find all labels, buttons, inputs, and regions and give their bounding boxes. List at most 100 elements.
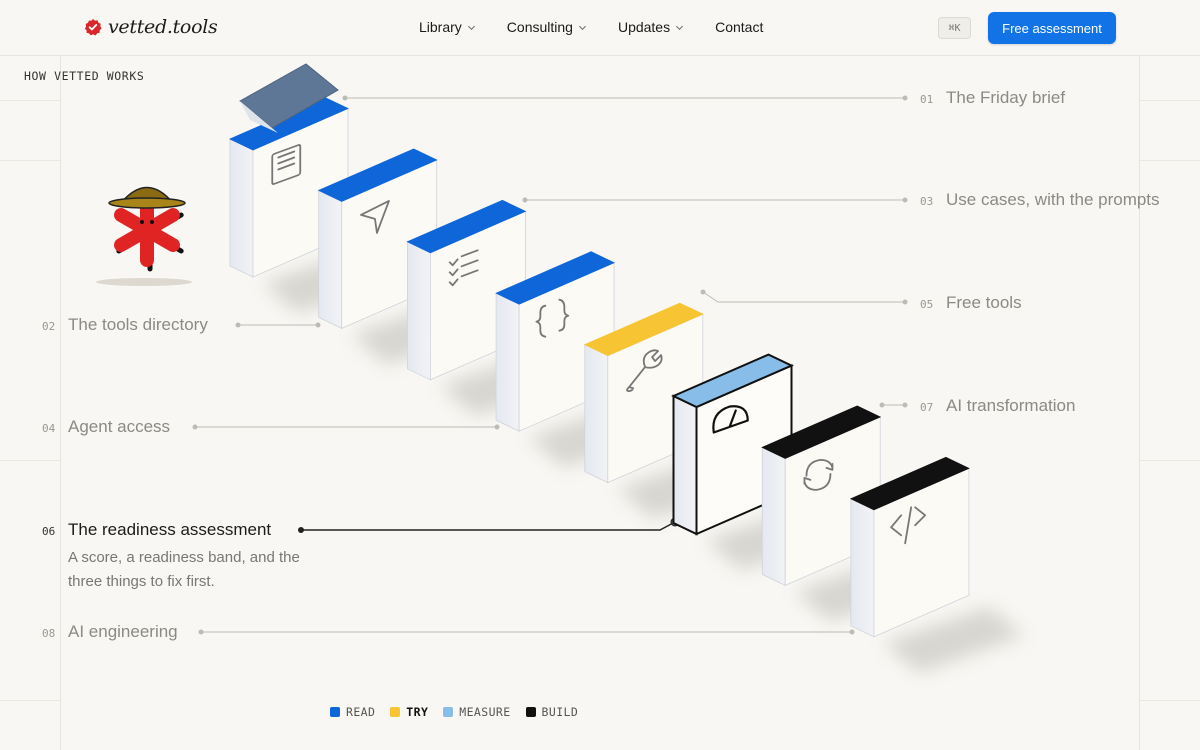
step-title: The Friday brief: [946, 88, 1066, 107]
legend-swatch: [525, 707, 536, 717]
step-label-05[interactable]: 05 Free tools: [920, 293, 1022, 313]
card-side-face: [318, 189, 343, 330]
step-label-01[interactable]: 01 The Friday brief: [920, 88, 1065, 108]
card-top-face: [406, 199, 527, 254]
nav-label: Consulting: [506, 19, 573, 35]
grid-rule-right: [1139, 56, 1140, 750]
brief-cover: [239, 63, 339, 133]
connector-dot: [700, 289, 706, 295]
nav-label: Library: [419, 19, 462, 35]
connector-dot: [902, 197, 908, 203]
card-top-face: [495, 251, 616, 305]
check-badge-icon: [84, 19, 102, 36]
grid-rule: [1140, 460, 1200, 461]
nav-label: Contact: [715, 19, 764, 35]
card-side-face: [761, 446, 786, 587]
connector-dot: [342, 95, 348, 101]
nav-updates[interactable]: Updates: [618, 19, 684, 35]
step-number: 01: [920, 93, 934, 106]
card-side-face: [850, 498, 875, 638]
step-label-08[interactable]: 08 AI engineering: [42, 622, 178, 642]
logo-text: vetted.tools: [108, 16, 218, 38]
chevron-down-icon: [578, 25, 586, 30]
card-top-face: [761, 405, 882, 459]
card-side-face: [495, 292, 520, 432]
step-card-08[interactable]: [849, 456, 970, 638]
step-title: The tools directory: [68, 315, 208, 334]
curly-braces-icon: [535, 298, 570, 338]
grid-rule-left: [60, 56, 61, 750]
free-assessment-button[interactable]: Free assessment: [988, 12, 1116, 44]
connector-dot: [198, 629, 204, 635]
wrench-icon: [626, 349, 663, 392]
card-top-face: [317, 148, 438, 202]
legend-read[interactable]: READ: [330, 705, 375, 719]
legend-swatch: [390, 707, 401, 717]
legend-label: TRY: [406, 705, 429, 719]
step-label-02[interactable]: 02 The tools directory: [42, 315, 208, 335]
nav-consulting[interactable]: Consulting: [507, 19, 587, 35]
grid-rule: [1140, 700, 1200, 701]
step-number: 07: [920, 401, 934, 414]
step-label-04[interactable]: 04 Agent access: [42, 417, 170, 437]
connector-dot: [902, 95, 908, 101]
code-tag-icon: [890, 506, 927, 545]
card-side-face: [584, 343, 609, 484]
refresh-icon: [803, 458, 834, 491]
grid-rule: [0, 460, 60, 461]
gauge-icon: [712, 405, 749, 434]
step-number: 04: [42, 422, 56, 435]
legend-swatch: [330, 707, 340, 717]
legend-swatch: [443, 707, 454, 717]
connector-dot: [235, 322, 241, 328]
step-title: Free tools: [946, 293, 1022, 312]
card-top-face: [849, 456, 970, 511]
nav-library[interactable]: Library: [419, 19, 476, 35]
connector-line-06: [301, 521, 676, 531]
grid-rule: [0, 100, 60, 101]
connector-dot: [522, 197, 528, 203]
top-navigation-bar: vetted.tools Library Consulting Updates …: [0, 0, 1200, 56]
legend-label: READ: [346, 705, 376, 719]
step-number: 02: [42, 320, 56, 333]
checklist-icon: [448, 249, 479, 287]
chevron-down-icon: [676, 25, 684, 30]
step-label-06[interactable]: 06 The readiness assessment: [42, 520, 271, 540]
connector-dot: [902, 299, 908, 305]
logo-link[interactable]: vetted.tools: [84, 16, 218, 38]
step-label-07[interactable]: 07 AI transformation: [920, 396, 1075, 416]
connector-dot: [315, 322, 321, 328]
step-title: Agent access: [68, 417, 171, 436]
card-side-face: [672, 394, 698, 536]
connector-dot: [849, 629, 855, 635]
main-nav: Library Consulting Updates Contact: [419, 19, 794, 35]
step-title: AI transformation: [946, 396, 1076, 415]
card-shadow: [883, 607, 1024, 673]
grid-rule: [1140, 100, 1200, 101]
legend-build[interactable]: BUILD: [525, 705, 579, 719]
step-label-03[interactable]: 03 Use cases, with the prompts: [920, 190, 1160, 210]
card-top-face: [671, 353, 794, 409]
legend-measure[interactable]: MEASURE: [443, 705, 510, 719]
step-number: 05: [920, 298, 934, 311]
step-number: 06: [42, 525, 56, 538]
grid-rule: [1140, 160, 1200, 161]
chevron-down-icon: [467, 25, 475, 30]
document-lines-icon: [271, 144, 302, 185]
legend-label: BUILD: [541, 705, 579, 719]
connector-line-05: [702, 291, 905, 303]
navigation-arrow-icon: [360, 199, 390, 234]
legend-try[interactable]: TRY: [390, 705, 428, 719]
step-title: Use cases, with the prompts: [946, 190, 1160, 209]
search-shortcut-button[interactable]: ⌘K: [938, 17, 971, 39]
step-number: 08: [42, 627, 56, 640]
step-description: A score, a readiness band, and the three…: [68, 549, 300, 590]
connector-dot: [298, 527, 304, 533]
connector-dot: [879, 402, 885, 408]
grid-rule: [0, 160, 60, 161]
step-title: AI engineering: [68, 622, 178, 641]
nav-contact[interactable]: Contact: [715, 19, 763, 35]
card-top-face: [583, 302, 704, 357]
grid-rule: [0, 700, 60, 701]
